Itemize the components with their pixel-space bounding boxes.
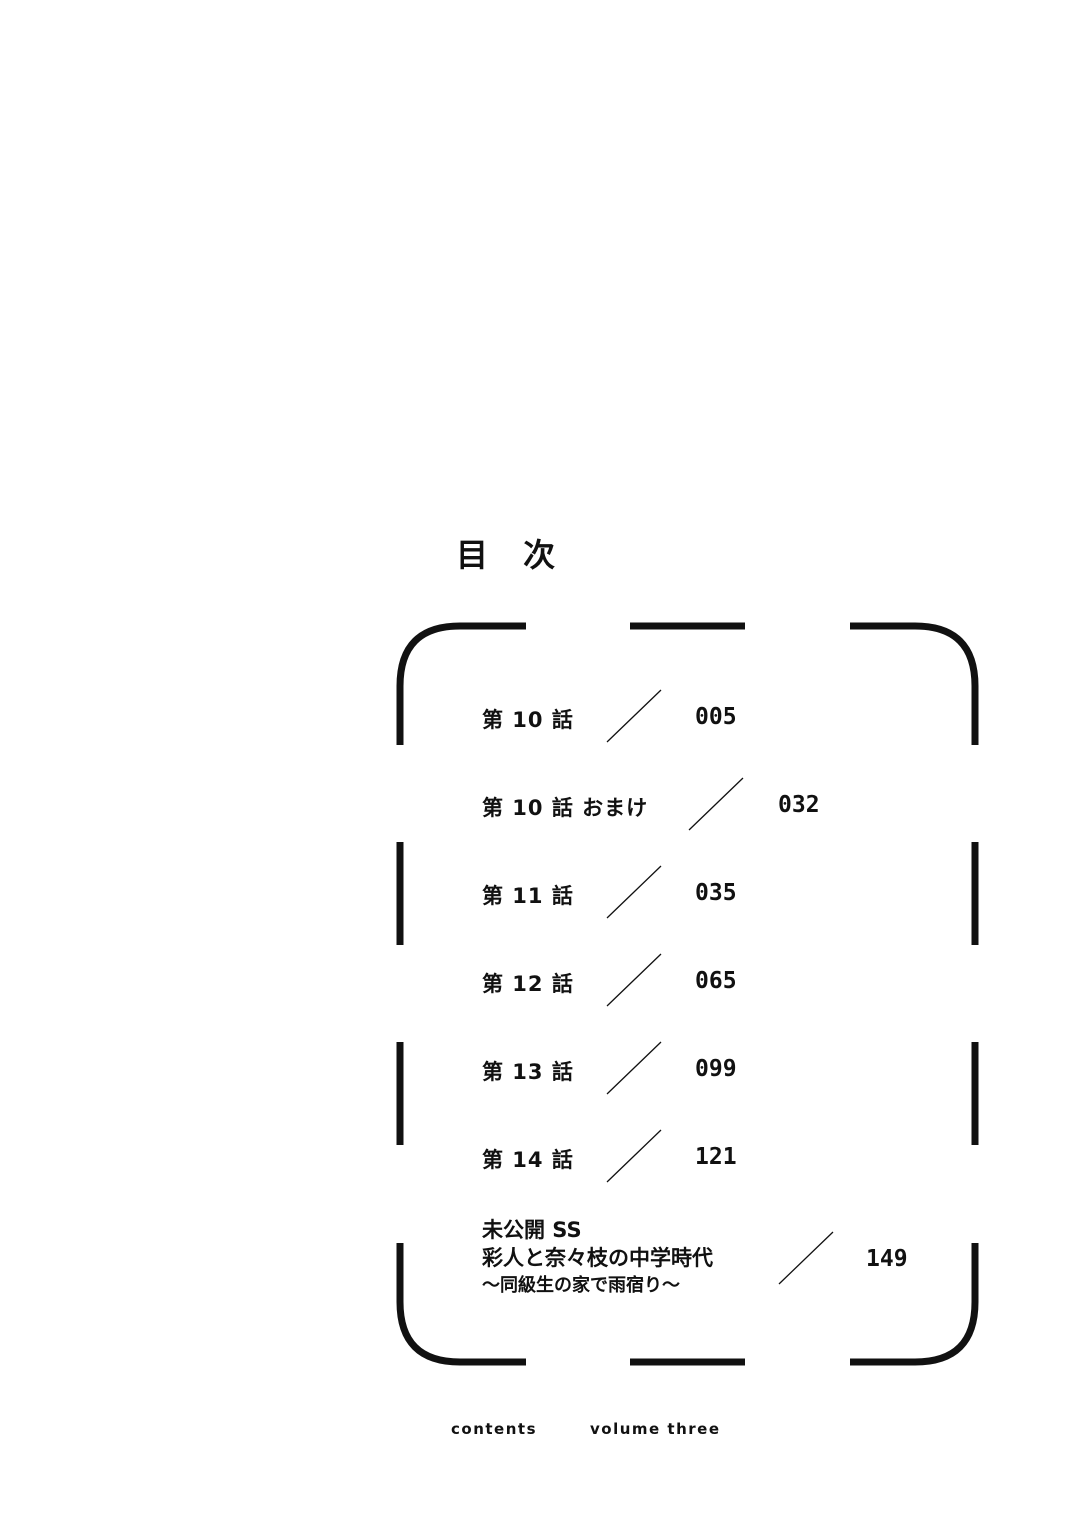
special-story-entry: 未公開 SS 彩人と奈々枝の中学時代 〜同級生の家で雨宿り〜: [482, 1216, 713, 1300]
slash-divider-3: [606, 865, 662, 919]
entry-page-number: 005: [695, 704, 737, 730]
frame-corner-top-left: [396, 622, 526, 745]
entry-label: 第 14 話: [482, 1148, 574, 1172]
entry-page-number: 035: [695, 880, 737, 906]
entry-label: 第 10 話 おまけ: [482, 796, 649, 820]
special-story-subtitle: 〜同級生の家で雨宿り〜: [482, 1275, 680, 1296]
footer-volume-label: volume three: [590, 1420, 721, 1438]
entry-label: 第 10 話: [482, 708, 574, 732]
special-story-label: 未公開 SS: [482, 1218, 582, 1242]
entry-page-number: 032: [778, 792, 820, 818]
special-story-title: 彩人と奈々枝の中学時代: [482, 1246, 713, 1270]
slash-divider-2: [688, 777, 744, 831]
slash-divider-1: [606, 689, 662, 743]
entry-label: 第 13 話: [482, 1060, 574, 1084]
slash-divider-5: [606, 1041, 662, 1095]
entry-page-number: 099: [695, 1056, 737, 1082]
entry-label: 第 12 話: [482, 972, 574, 996]
slash-divider-7: [778, 1231, 834, 1285]
frame-corner-top-right: [850, 622, 979, 745]
frame-corner-bottom-left: [396, 1243, 526, 1366]
frame-corner-bottom-right: [850, 1243, 979, 1366]
slash-divider-6: [606, 1129, 662, 1183]
special-story-page-number: 149: [866, 1246, 908, 1272]
entry-label: 第 11 話: [482, 884, 574, 908]
entry-page-number: 121: [695, 1144, 737, 1170]
footer-contents-label: contents: [451, 1420, 537, 1438]
entry-page-number: 065: [695, 968, 737, 994]
toc-heading: 目 次: [456, 536, 568, 574]
slash-divider-4: [606, 953, 662, 1007]
